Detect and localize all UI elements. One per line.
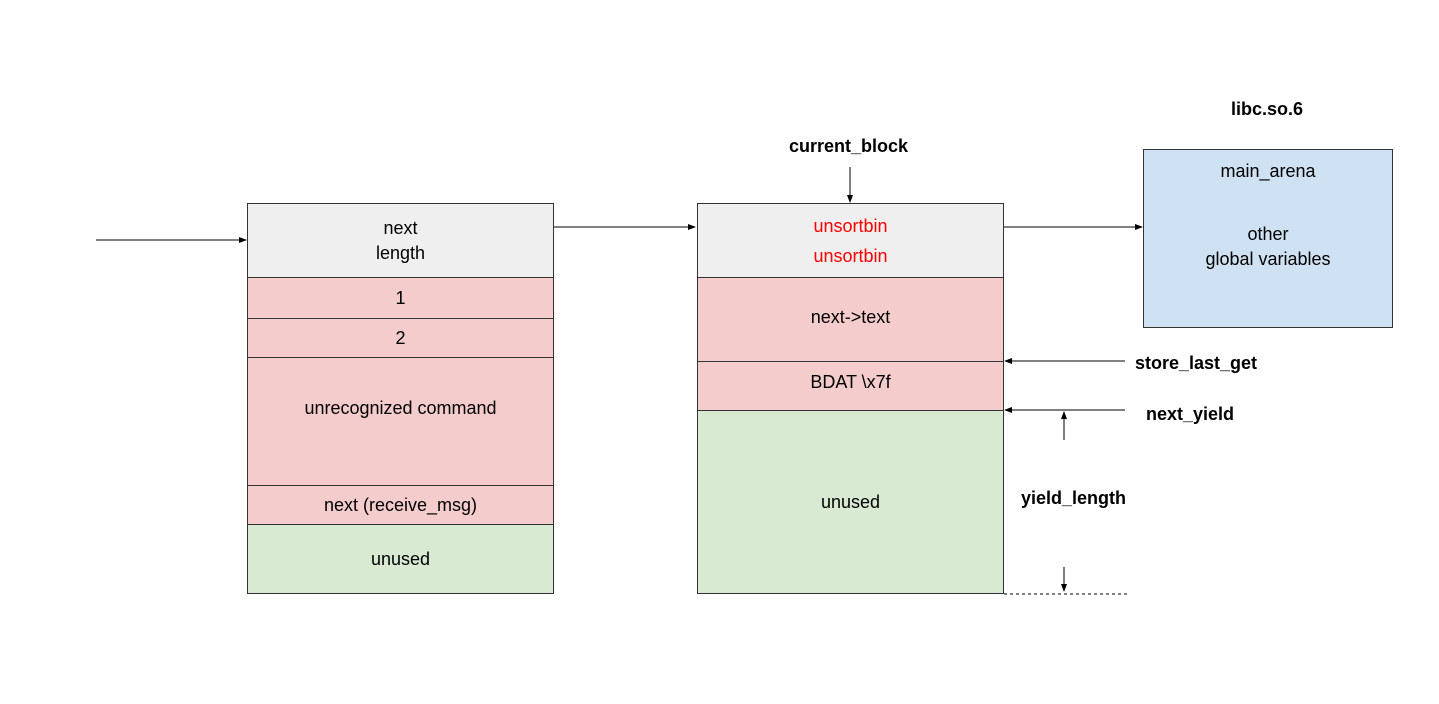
left-cell-label: next (receive_msg) bbox=[323, 494, 478, 515]
middle-chunk-unused: unused bbox=[697, 410, 1004, 594]
middle-cell-label: BDAT \x7f bbox=[810, 372, 891, 392]
libc-global-variables: global variables bbox=[1205, 249, 1331, 269]
left-chunk-next-receive-msg: next (receive_msg) bbox=[247, 485, 554, 525]
left-unused-label: unused bbox=[370, 548, 431, 569]
libc-box: main_arena other global variables bbox=[1143, 149, 1393, 328]
left-chunk-unused: unused bbox=[247, 524, 554, 594]
middle-header-unsortbin-2: unsortbin bbox=[813, 245, 888, 266]
left-chunk-header: next length bbox=[247, 203, 554, 278]
libc-main-arena: main_arena bbox=[1220, 161, 1316, 181]
left-cell-label: 2 bbox=[395, 327, 406, 348]
middle-cell-label: next->text bbox=[810, 307, 891, 327]
libc-other: other bbox=[1247, 224, 1289, 244]
middle-unused-label: unused bbox=[820, 491, 881, 512]
middle-header-unsortbin-1: unsortbin bbox=[813, 215, 888, 236]
current-block-label: current_block bbox=[789, 136, 909, 156]
left-cell-label: unrecognized command bbox=[304, 398, 497, 418]
next-yield-label: next_yield bbox=[1146, 404, 1235, 424]
store-last-get-label: store_last_get bbox=[1135, 353, 1258, 373]
libc-title: libc.so.6 bbox=[1231, 99, 1304, 119]
left-cell-label: 1 bbox=[395, 287, 406, 308]
left-chunk-cell-2: 2 bbox=[247, 318, 554, 358]
middle-chunk-next-text: next->text bbox=[697, 277, 1004, 362]
left-chunk-unrecognized-command: unrecognized command bbox=[247, 357, 554, 486]
yield-length-label: yield_length bbox=[1021, 488, 1127, 508]
middle-chunk-bdat: BDAT \x7f bbox=[697, 361, 1004, 411]
left-header-next: next bbox=[383, 217, 418, 238]
left-chunk-cell-1: 1 bbox=[247, 277, 554, 319]
left-header-length: length bbox=[375, 242, 426, 263]
